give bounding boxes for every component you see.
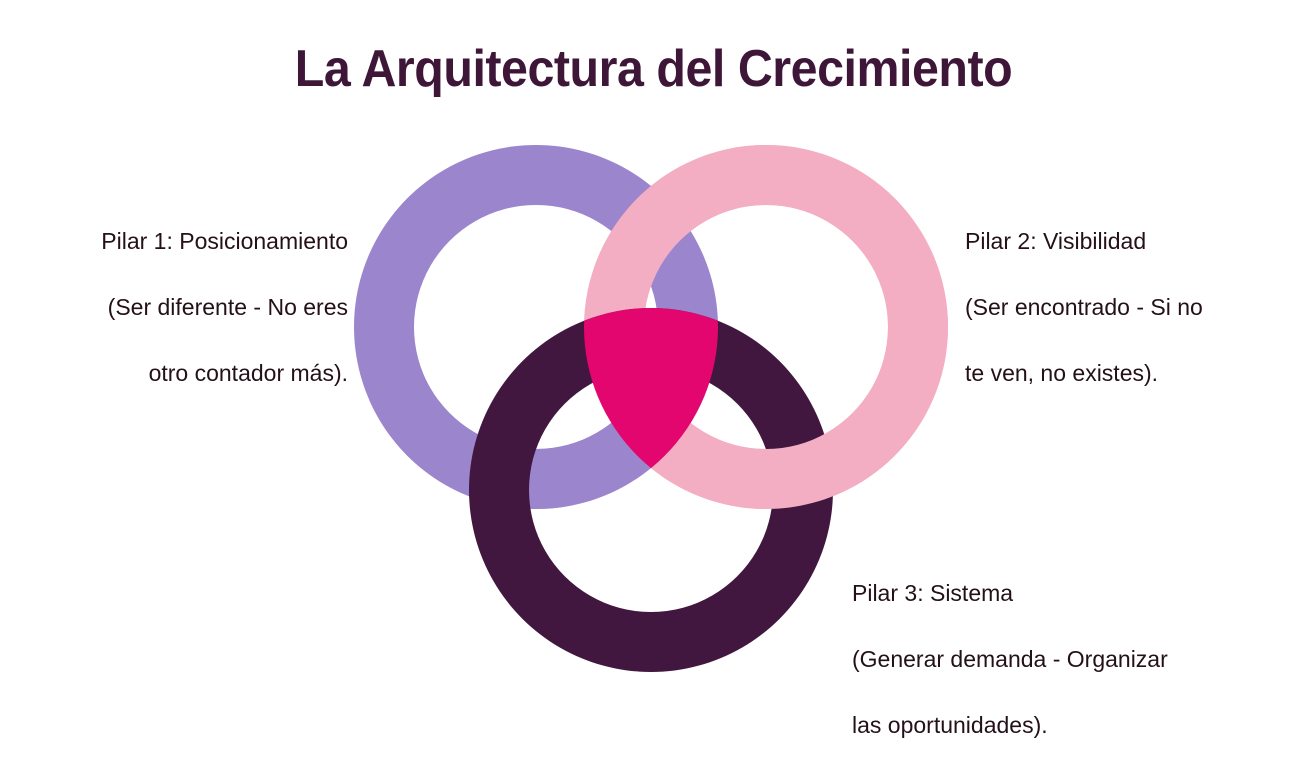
pillar-3-line-2: (Generar demanda - Organizar [852, 646, 1168, 672]
pillar-3-line-1: Pilar 3: Sistema [852, 580, 1014, 606]
pillar-1-line-2: (Ser diferente - No eres [107, 294, 348, 320]
slide-canvas: La Arquitectura del Crecimiento [18, 40, 1295, 738]
pillar-1-line-3: otro contador más). [148, 360, 348, 386]
pillar-2-line-1: Pilar 2: Visibilidad [965, 228, 1147, 254]
pillar-3-label: Pilar 3: Sistema (Generar demanda - Orga… [852, 544, 1252, 775]
pillar-2-line-3: te ven, no existes). [965, 360, 1159, 386]
pillar-3-line-3: las oportunidades). [852, 712, 1048, 738]
pillar-2-line-2: (Ser encontrado - Si no [965, 294, 1203, 320]
page-title: La Arquitectura del Crecimiento [294, 40, 1013, 98]
pillar-1-line-1: Pilar 1: Posicionamiento [101, 228, 348, 254]
venn-diagram [353, 145, 948, 673]
pillar-1-label: Pilar 1: Posicionamiento (Ser diferente … [18, 192, 348, 423]
pillar-2-label: Pilar 2: Visibilidad (Ser encontrado - S… [965, 192, 1295, 423]
